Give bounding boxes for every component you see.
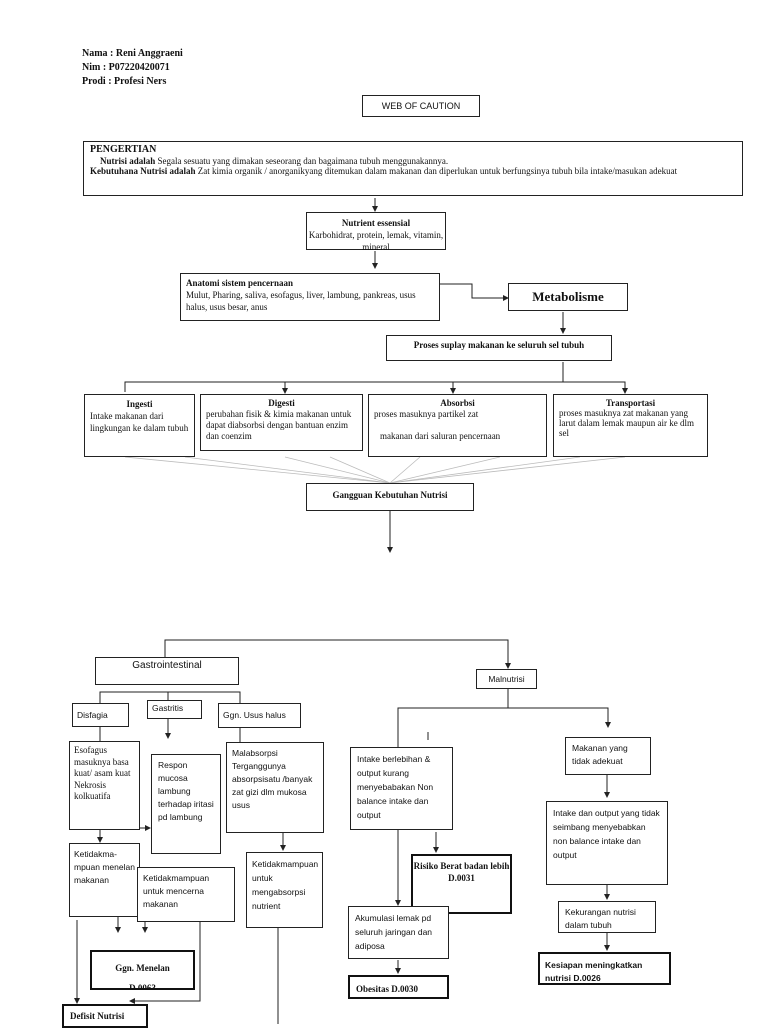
student-nim: Nim : P07220420071 <box>82 62 170 73</box>
ggn-menelan-box: Ggn. Menelan D.0063 <box>90 950 195 990</box>
ggn-menelan-label: Ggn. Menelan <box>115 963 170 973</box>
stage-digesti-title: Digesti <box>268 398 295 408</box>
stage-transportasi-box: Transportasi proses masuknya zat makanan… <box>553 394 708 457</box>
gastro-box: Gastrointestinal <box>95 657 239 685</box>
anatomi-box: Anatomi sistem pencernaan Mulut, Pharing… <box>180 273 440 321</box>
menelan-text: Ketidakma-mpuan menelan makanan <box>74 849 135 885</box>
gastritis-box: Gastritis <box>147 700 202 719</box>
malabsorpsi-box: Malabsorpsi Terganggunya absorpsisatu /b… <box>226 742 324 833</box>
usus-halus-box: Ggn. Usus halus <box>218 703 301 728</box>
metabolisme-label: Metabolisme <box>532 289 604 304</box>
intake-output-text: Intake dan output yang tidak seimbang me… <box>553 808 660 860</box>
pengertian-nutrisi-term: Nutrisi adalah <box>100 155 156 166</box>
metabolisme-box: Metabolisme <box>508 283 628 311</box>
esofagus-box: Esofagus masuknya basa kuat/ asam kuat N… <box>69 741 140 830</box>
respon-box: Respon mucosa lambung terhadap iritasi p… <box>151 754 221 854</box>
pengertian-kebutuhan-def: Zat kimia organik / anorganikyang ditemu… <box>195 166 678 176</box>
stage-transportasi-title: Transportasi <box>605 398 656 408</box>
mencerna-text: Ketidakmampuan untuk mencerna makanan <box>143 873 210 909</box>
intake-output-box: Intake dan output yang tidak seimbang me… <box>546 801 668 885</box>
malnutrisi-title: Malnutrisi <box>488 674 525 684</box>
student-prodi: Prodi : Profesi Ners <box>82 76 167 87</box>
pengertian-heading: PENGERTIAN <box>90 144 157 155</box>
stage-absorbsi-text1: proses masuknya partikel zat <box>374 409 479 419</box>
student-info: Nama : Reni Anggraeni Nim : P07220420071… <box>82 47 183 89</box>
makanan-tidak-text: Makanan yang tidak adekuat <box>572 743 628 766</box>
esofagus-text: Esofagus masuknya basa kuat/ asam kuat N… <box>74 745 131 801</box>
gastritis-label: Gastritis <box>152 703 184 713</box>
risiko-box: Risiko Berat badan lebih D.0031 <box>411 854 512 914</box>
defisit-nutrisi-label: Defisit Nutrisi <box>70 1011 125 1021</box>
pengertian-nutrisi-def: Segala sesuatu yang dimakan seseorang da… <box>155 155 449 166</box>
stage-ingesti-title: Ingesti <box>126 399 153 409</box>
intake-berlebihan-text: Intake berlebihan & output kurang menyeb… <box>357 754 434 820</box>
nutrient-text: Karbohidrat, protein, lemak, vitamin, mi… <box>308 230 444 252</box>
akumulasi-box: Akumulasi lemak pd seluruh jaringan dan … <box>348 906 449 959</box>
nutrient-essensial-box: Nutrient essensial Karbohidrat, protein,… <box>306 212 446 252</box>
pengertian-box: PENGERTIAN Nutrisi adalah Segala sesuatu… <box>83 141 743 196</box>
akumulasi-text: Akumulasi lemak pd seluruh jaringan dan … <box>355 913 433 951</box>
malnutrisi-box: Malnutrisi <box>476 669 537 689</box>
menelan-box: Ketidakma-mpuan menelan makanan <box>69 843 140 917</box>
stage-transportasi-text: proses masuknya zat makanan yang larut d… <box>559 408 694 438</box>
mengabsorpsi-box: Ketidakmampuan untuk mengabsorpsi nutrie… <box>246 852 323 928</box>
obesitas-box: Obesitas D.0030 <box>348 975 449 999</box>
risiko-label: Risiko Berat badan lebih <box>413 861 510 871</box>
stage-ingesti-box: Ingesti Intake makanan dari lingkungan k… <box>84 394 195 457</box>
page-title: WEB OF CAUTION <box>381 101 461 111</box>
mencerna-box: Ketidakmampuan untuk mencerna makanan <box>137 867 235 922</box>
pengertian-kebutuhan-term: Kebutuhana Nutrisi adalah <box>90 166 196 176</box>
stage-absorbsi-box: Absorbsi proses masuknya partikel zat ma… <box>368 394 547 457</box>
kekurangan-box: Kekurangan nutrisi dalam tubuh <box>558 901 656 933</box>
malabsorpsi-text: Malabsorpsi Terganggunya absorpsisatu /b… <box>232 748 313 810</box>
kesiapan-label: Kesiapan meningkatkan nutrisi D.0026 <box>545 960 643 983</box>
student-name: Nama : Reni Anggraeni <box>82 48 183 59</box>
title-box: WEB OF CAUTION <box>362 95 480 117</box>
gastro-title: Gastrointestinal <box>132 660 202 671</box>
gangguan-box: Gangguan Kebutuhan Nutrisi <box>306 483 474 511</box>
makanan-tidak-box: Makanan yang tidak adekuat <box>565 737 651 775</box>
kekurangan-text: Kekurangan nutrisi dalam tubuh <box>565 907 636 930</box>
proses-box: Proses suplay makanan ke seluruh sel tub… <box>386 335 612 361</box>
usus-halus-label: Ggn. Usus halus <box>223 710 286 720</box>
respon-text: Respon mucosa lambung terhadap iritasi p… <box>158 760 214 822</box>
stage-digesti-text: perubahan fisik & kimia makanan untuk da… <box>206 409 352 441</box>
ggn-menelan-code: D.0063 <box>129 983 156 990</box>
stage-absorbsi-title: Absorbsi <box>440 398 475 408</box>
stage-absorbsi-text2: makanan dari saluran pencernaan <box>380 431 501 441</box>
stage-ingesti-text: Intake makanan dari lingkungan ke dalam … <box>90 411 189 433</box>
defisit-nutrisi-box: Defisit Nutrisi <box>62 1004 148 1028</box>
disfagia-box: Disfagia <box>72 703 129 727</box>
obesitas-label: Obesitas D.0030 <box>356 984 419 994</box>
anatomi-text: Mulut, Pharing, saliva, esofagus, liver,… <box>186 290 416 312</box>
disfagia-label: Disfagia <box>77 710 108 720</box>
risiko-code: D.0031 <box>448 873 475 883</box>
kesiapan-box: Kesiapan meningkatkan nutrisi D.0026 <box>538 952 671 985</box>
intake-berlebihan-box: Intake berlebihan & output kurang menyeb… <box>350 747 453 830</box>
nutrient-title: Nutrient essensial <box>341 218 411 228</box>
stage-digesti-box: Digesti perubahan fisik & kimia makanan … <box>200 394 363 451</box>
gangguan-label: Gangguan Kebutuhan Nutrisi <box>332 490 448 500</box>
proses-label: Proses suplay makanan ke seluruh sel tub… <box>413 340 585 350</box>
anatomi-title: Anatomi sistem pencernaan <box>186 278 293 288</box>
mengabsorpsi-text: Ketidakmampuan untuk mengabsorpsi nutrie… <box>252 859 319 911</box>
